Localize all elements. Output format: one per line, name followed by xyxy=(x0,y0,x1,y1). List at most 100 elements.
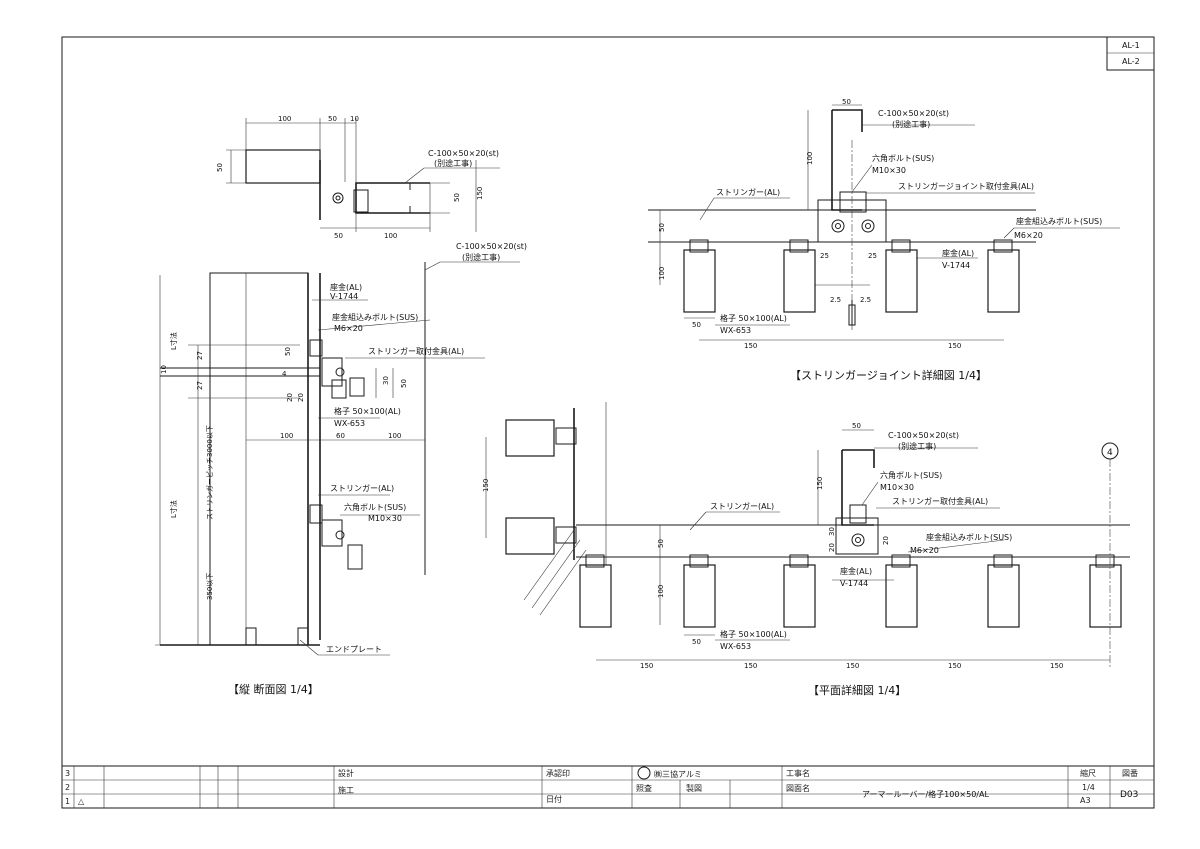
pd-dim-50b: 50 xyxy=(692,638,701,646)
top-c-channel-label: C-100×50×20(st) xyxy=(428,149,499,158)
vs-dim-20b: 20 xyxy=(297,393,305,402)
top-c-channel xyxy=(355,182,430,214)
sheet-ref-1: AL-1 xyxy=(1122,41,1140,50)
top-dim-side-50: 50 xyxy=(216,163,224,172)
jd-zagane-bolt-size: M6×20 xyxy=(1014,231,1043,240)
pd-c-channel xyxy=(841,449,875,526)
vs-c-channel-label: C-100×50×20(st) xyxy=(456,242,527,251)
vs-stringer-bracket-label: ストリンガー取付金具(AL) xyxy=(368,346,464,356)
top-dim-50: 50 xyxy=(328,115,337,123)
pd-hex-bolt-size: M10×30 xyxy=(880,483,914,492)
vs-pitch-note: ストリンガーピッチ3000以下 xyxy=(205,425,214,520)
pd-dim-150e: 150 xyxy=(1050,662,1063,670)
tb-check-label: 照査 xyxy=(636,783,652,793)
pd-title: 【平面詳細図 1/4】 xyxy=(808,683,906,697)
pd-dim-c50: 50 xyxy=(852,422,861,430)
jd-title: 【ストリンガージョイント詳細図 1/4】 xyxy=(790,368,987,382)
vs-350-note: 350以下 xyxy=(206,573,214,600)
vs-zagane-bolt-size: M6×20 xyxy=(334,324,363,333)
tb-construction-label: 施工 xyxy=(338,785,354,795)
top-louver-block xyxy=(245,149,321,184)
title-block: 3 2 1 △ 設計 施工 承認印 日付 ㈱三協アルミ 照査 製図 工事名 図面… xyxy=(62,765,1154,808)
vs-zagane-label: 座金(AL) xyxy=(330,282,362,292)
vs-koushi-label: 格子 50×100(AL) xyxy=(334,406,401,416)
jd-dim-c50: 50 xyxy=(842,98,851,106)
pd-koushi-label: 格子 50×100(AL) xyxy=(720,629,787,639)
tb-rev-3: 3 xyxy=(65,769,70,778)
vs-dim-27a: 27 xyxy=(196,351,204,360)
vs-c-channel-note: (別途工事) xyxy=(462,252,500,262)
jd-c-channel xyxy=(831,109,863,211)
vs-L-dim-1: L寸法 xyxy=(169,332,178,350)
vs-dim-10: 10 xyxy=(160,365,168,374)
tb-project-label: 工事名 xyxy=(786,768,810,778)
pd-zagane-bolt-size: M6×20 xyxy=(910,546,939,555)
jd-dim-50: 50 xyxy=(658,223,666,232)
pd-dim-150b: 150 xyxy=(744,662,757,670)
vs-dim-4: 4 xyxy=(282,370,287,378)
top-dim-side-150: 150 xyxy=(476,187,484,200)
vs-dim-27b: 27 xyxy=(196,381,204,390)
vs-zagane-code: V-1744 xyxy=(330,292,358,301)
jd-hex-bolt-label: 六角ボルト(SUS) xyxy=(872,153,934,163)
tb-drawing-number: D03 xyxy=(1120,790,1138,800)
tb-date-label: 日付 xyxy=(546,794,562,804)
top-dim-bottom-50: 50 xyxy=(334,232,343,240)
top-dim-side-50b: 50 xyxy=(453,193,461,202)
vs-dim-100b: 100 xyxy=(388,432,401,440)
top-c-channel-note: (別途工事) xyxy=(434,158,472,168)
jd-stringer-label: ストリンガー(AL) xyxy=(716,187,780,197)
vs-L-dim-2: L寸法 xyxy=(169,500,178,518)
pd-dim-150d: 150 xyxy=(948,662,961,670)
pd-grid-mark: 4 xyxy=(1107,448,1113,458)
vs-end-plate-label: エンドプレート xyxy=(326,645,382,654)
vs-dim-100: 100 xyxy=(280,432,293,440)
top-dim-100: 100 xyxy=(278,115,291,123)
tb-scale-label: 縮尺 xyxy=(1080,768,1096,778)
tb-rev-mark: △ xyxy=(78,797,85,806)
tb-company-name: ㈱三協アルミ xyxy=(654,769,702,779)
pd-dim-100: 100 xyxy=(657,585,665,598)
pd-bracket-label: ストリンガー取付金具(AL) xyxy=(892,496,988,506)
tb-drawing-name-label: 図面名 xyxy=(786,783,810,793)
sheet-border xyxy=(61,36,1155,809)
vs-hex-bolt-size: M10×30 xyxy=(368,514,402,523)
tb-scale-value: 1/4 xyxy=(1082,783,1095,792)
pd-koushi-code: WX-653 xyxy=(720,642,751,651)
tb-design-label: 設計 xyxy=(338,768,354,778)
vs-title: 【縦 断面図 1/4】 xyxy=(228,682,319,696)
jd-c-channel-label: C-100×50×20(st) xyxy=(878,109,949,118)
pd-c-channel-note: (別途工事) xyxy=(898,441,936,451)
pd-dim-30: 30 xyxy=(828,527,836,536)
top-section-view: 100 50 10 50 50 150 50 100 C-100×50×20(s… xyxy=(216,115,500,240)
jd-zagane-code: V-1744 xyxy=(942,261,970,270)
jd-dim-25a: 25 xyxy=(820,252,829,260)
pd-zagane-code: V-1744 xyxy=(840,579,868,588)
top-dim-bottom-100: 100 xyxy=(384,232,397,240)
tb-paper-size: A3 xyxy=(1080,796,1091,805)
sheet-ref-box: AL-1 AL-2 xyxy=(1106,36,1155,71)
vs-koushi-code: WX-653 xyxy=(334,419,365,428)
plan-detail-view: 150 50 100 50 150 30 20 20 xyxy=(482,402,1130,697)
jd-dim-150a: 150 xyxy=(744,342,757,350)
jd-koushi-label: 格子 50×100(AL) xyxy=(720,313,787,323)
pd-hex-bolt-label: 六角ボルト(SUS) xyxy=(880,470,942,480)
vs-dim-60: 60 xyxy=(336,432,345,440)
vs-dim-20a: 20 xyxy=(286,393,294,402)
tb-drawing-name: アーマールーバー/格子100×50/AL xyxy=(862,789,989,799)
jd-dim-2-5b: 2.5 xyxy=(860,296,871,304)
pd-dim-20a: 20 xyxy=(828,543,836,552)
jd-joint-bracket-label: ストリンガージョイント取付金具(AL) xyxy=(898,181,1034,191)
pd-dim-150a: 150 xyxy=(640,662,653,670)
jd-dim-c100: 100 xyxy=(806,152,814,165)
vs-dim-30: 30 xyxy=(382,376,390,385)
jd-dim-100: 100 xyxy=(658,267,666,280)
pd-dim-50: 50 xyxy=(657,539,665,548)
joint-detail-view: 50 100 50 100 25 25 2.5 2.5 50 xyxy=(648,98,1120,382)
pd-c-channel-label: C-100×50×20(st) xyxy=(888,431,959,440)
top-dim-10: 10 xyxy=(350,115,359,123)
vs-louver-plate xyxy=(209,272,309,646)
pd-dim-150-vert: 150 xyxy=(482,479,490,492)
